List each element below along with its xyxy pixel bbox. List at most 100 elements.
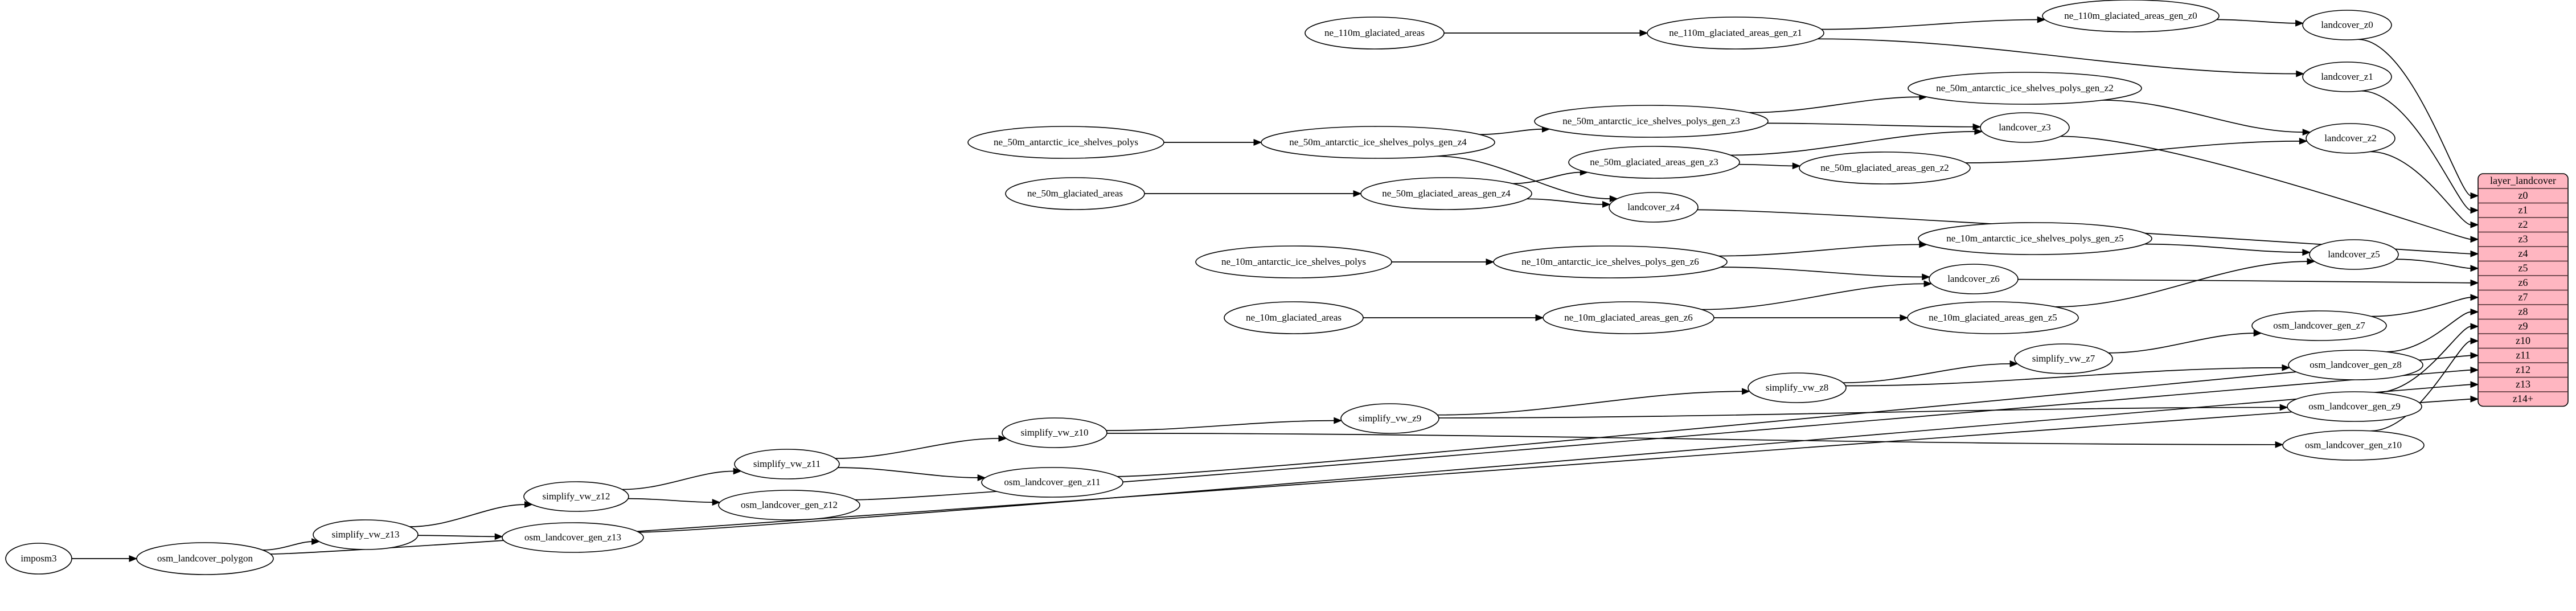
node-ne_50m_glaciated_areas_gen_z3[interactable]: ne_50m_glaciated_areas_gen_z3: [1568, 146, 1740, 179]
record-cell-z4[interactable]: z4: [2518, 248, 2528, 259]
node-shape: [2288, 350, 2423, 380]
edge-simplify_vw_z10-to-osm_landcover_gen_z10: [1106, 433, 2276, 445]
node-shape: [1534, 105, 1769, 138]
node-label: simplify_vw_z8: [1766, 382, 1829, 393]
node-ne_10m_glaciated_areas_gen_z6[interactable]: ne_10m_glaciated_areas_gen_z6: [1543, 301, 1714, 334]
node-osm_landcover_gen_z12[interactable]: osm_landcover_gen_z12: [718, 490, 860, 520]
edge-arrowhead: [1742, 388, 1750, 395]
record-cell-z14plus[interactable]: z14+: [2513, 393, 2533, 404]
edge-ne_110m_glaciated_areas_gen_z1-to-ne_110m_glaciated_areas_gen_z0: [1821, 19, 2038, 30]
node-label: ne_110m_glaciated_areas_gen_z1: [1669, 27, 1802, 38]
node-label: ne_50m_glaciated_areas_gen_z4: [1382, 188, 1511, 199]
edge-osm_landcover_gen_z13-to-layer_landcover-z13: [638, 384, 2471, 533]
node-label: ne_10m_antarctic_ice_shelves_polys_gen_z…: [1521, 256, 1699, 267]
edge-arrowhead: [977, 474, 986, 481]
node-ne_110m_glaciated_areas[interactable]: ne_110m_glaciated_areas: [1305, 17, 1445, 50]
node-label: ne_50m_glaciated_areas_gen_z2: [1820, 162, 1949, 173]
node-ne_10m_antarctic_ice_shelves_polys_gen_z6[interactable]: ne_10m_antarctic_ice_shelves_polys_gen_z…: [1493, 245, 1728, 278]
node-simplify_vw_z7[interactable]: simplify_vw_z7: [2014, 343, 2113, 374]
edge-ne_50m_glaciated_areas_gen_z3-to-landcover_z3: [1730, 131, 1975, 156]
node-label: ne_110m_glaciated_areas_gen_z0: [2064, 10, 2197, 21]
node-label: landcover_z6: [1947, 273, 2000, 284]
node-landcover_z0[interactable]: landcover_z0: [2302, 10, 2392, 40]
node-landcover_z3[interactable]: landcover_z3: [1980, 112, 2070, 143]
node-label: ne_50m_antarctic_ice_shelves_polys_gen_z…: [1289, 137, 1467, 147]
node-simplify_vw_z12[interactable]: simplify_vw_z12: [523, 481, 629, 512]
node-label: simplify_vw_z11: [753, 458, 821, 469]
node-label: simplify_vw_z13: [332, 529, 400, 540]
record-cell-z13[interactable]: z13: [2516, 378, 2530, 389]
edge-arrowhead: [311, 538, 320, 546]
record-title: layer_landcover: [2490, 175, 2556, 186]
record-cell-z10[interactable]: z10: [2516, 335, 2530, 346]
node-landcover_z2[interactable]: landcover_z2: [2306, 123, 2395, 154]
node-label: ne_110m_glaciated_areas: [1324, 27, 1425, 38]
record-cell-z8[interactable]: z8: [2518, 306, 2528, 317]
node-label: ne_50m_glaciated_areas: [1027, 188, 1123, 199]
node-shape: [1005, 177, 1145, 210]
node-osm_landcover_gen_z9[interactable]: osm_landcover_gen_z9: [2287, 391, 2422, 422]
node-ne_50m_glaciated_areas[interactable]: ne_50m_glaciated_areas: [1005, 177, 1145, 210]
node-label: ne_10m_glaciated_areas: [1246, 312, 1342, 323]
node-simplify_vw_z11[interactable]: simplify_vw_z11: [734, 449, 840, 479]
node-ne_50m_antarctic_ice_shelves_polys_gen_z2[interactable]: ne_50m_antarctic_ice_shelves_polys_gen_z…: [1908, 72, 2142, 105]
node-osm_landcover_gen_z10[interactable]: osm_landcover_gen_z10: [2282, 430, 2425, 461]
record-cell-z5[interactable]: z5: [2518, 262, 2528, 273]
node-simplify_vw_z8[interactable]: simplify_vw_z8: [1748, 372, 1847, 403]
record-cell-z3[interactable]: z3: [2518, 233, 2528, 244]
node-label: osm_landcover_gen_z12: [741, 499, 838, 510]
record-cell-z0[interactable]: z0: [2518, 190, 2528, 201]
node-ne_110m_glaciated_areas_gen_z0[interactable]: ne_110m_glaciated_areas_gen_z0: [2042, 0, 2220, 32]
edge-arrowhead: [1353, 190, 1362, 197]
node-shape: [1609, 192, 1699, 223]
edge-arrowhead: [1792, 162, 1801, 170]
node-ne_50m_antarctic_ice_shelves_polys_gen_z3[interactable]: ne_50m_antarctic_ice_shelves_polys_gen_z…: [1534, 105, 1769, 138]
node-shape: [2306, 123, 2395, 154]
record-cell-z9[interactable]: z9: [2518, 320, 2528, 331]
node-shape: [2014, 343, 2113, 374]
node-osm_landcover_gen_z7[interactable]: osm_landcover_gen_z7: [2251, 310, 2387, 341]
edge-simplify_vw_z12-to-osm_landcover_gen_z12: [628, 498, 713, 503]
edge-ne_10m_antarctic_ice_shelves_polys_gen_z6-to-landcover_z6: [1720, 266, 1923, 278]
node-ne_50m_antarctic_ice_shelves_polys_gen_z4[interactable]: ne_50m_antarctic_ice_shelves_polys_gen_z…: [1261, 126, 1495, 159]
record-cell-z11[interactable]: z11: [2516, 349, 2530, 360]
node-shape: [1195, 245, 1392, 278]
record-cell-z7[interactable]: z7: [2518, 291, 2528, 302]
edge-arrowhead: [2302, 249, 2311, 256]
node-osm_landcover_polygon[interactable]: osm_landcover_polygon: [136, 542, 274, 575]
node-ne_110m_glaciated_areas_gen_z1[interactable]: ne_110m_glaciated_areas_gen_z1: [1647, 17, 1824, 50]
record-cell-z1[interactable]: z1: [2518, 204, 2528, 215]
record-cell-z2[interactable]: z2: [2518, 219, 2528, 230]
node-ne_10m_glaciated_areas_gen_z5[interactable]: ne_10m_glaciated_areas_gen_z5: [1907, 301, 2079, 334]
node-landcover_z1[interactable]: landcover_z1: [2302, 61, 2392, 92]
node-simplify_vw_z10[interactable]: simplify_vw_z10: [1002, 417, 1107, 448]
node-osm_landcover_gen_z13[interactable]: osm_landcover_gen_z13: [502, 522, 644, 553]
record-cell-z12[interactable]: z12: [2516, 364, 2530, 375]
edge-ne_50m_antarctic_ice_shelves_polys_gen_z4-to-landcover_z4: [1436, 155, 1610, 199]
node-ne_10m_antarctic_ice_shelves_polys_gen_z5[interactable]: ne_10m_antarctic_ice_shelves_polys_gen_z…: [1918, 222, 2152, 255]
node-landcover_z5[interactable]: landcover_z5: [2309, 239, 2399, 270]
node-ne_10m_glaciated_areas[interactable]: ne_10m_glaciated_areas: [1224, 301, 1364, 334]
record-node-layer-landcover[interactable]: layer_landcover z0 z1 z2 z3 z4 z5 z6 z7 z8 z9 z10 z1…: [2477, 173, 2569, 407]
node-landcover_z6[interactable]: landcover_z6: [1929, 264, 2019, 294]
edge-ne_50m_glaciated_areas_gen_z2-to-landcover_z2: [1965, 141, 2300, 163]
edge-arrowhead: [2470, 381, 2479, 388]
node-osm_landcover_gen_z11[interactable]: osm_landcover_gen_z11: [981, 467, 1123, 498]
edge-ne_110m_glaciated_areas_gen_z1-to-landcover_z1: [1818, 38, 2297, 75]
node-simplify_vw_z9[interactable]: simplify_vw_z9: [1340, 403, 1439, 434]
node-ne_50m_glaciated_areas_gen_z2[interactable]: ne_50m_glaciated_areas_gen_z2: [1799, 151, 1971, 184]
node-simplify_vw_z13[interactable]: simplify_vw_z13: [313, 519, 419, 550]
node-ne_50m_glaciated_areas_gen_z4[interactable]: ne_50m_glaciated_areas_gen_z4: [1360, 177, 1532, 210]
node-ne_10m_antarctic_ice_shelves_polys[interactable]: ne_10m_antarctic_ice_shelves_polys: [1195, 245, 1392, 278]
edge-arrowhead: [712, 499, 721, 506]
node-landcover_z4[interactable]: landcover_z4: [1609, 192, 1699, 223]
edge-arrowhead: [1922, 273, 1931, 281]
edge-arrowhead: [2037, 16, 2046, 23]
edge-ne_10m_antarctic_ice_shelves_polys_gen_z6-to-ne_10m_antarctic_ice_shelves_polys_gen_z5: [1718, 244, 1920, 257]
node-imposm3[interactable]: imposm3: [5, 543, 72, 575]
node-osm_landcover_gen_z8[interactable]: osm_landcover_gen_z8: [2288, 350, 2423, 380]
node-ne_50m_antarctic_ice_shelves_polys[interactable]: ne_50m_antarctic_ice_shelves_polys: [967, 126, 1164, 159]
record-cell-z6[interactable]: z6: [2518, 277, 2528, 288]
node-label: osm_landcover_gen_z8: [2310, 359, 2401, 370]
node-label: ne_50m_glaciated_areas_gen_z3: [1590, 157, 1718, 167]
